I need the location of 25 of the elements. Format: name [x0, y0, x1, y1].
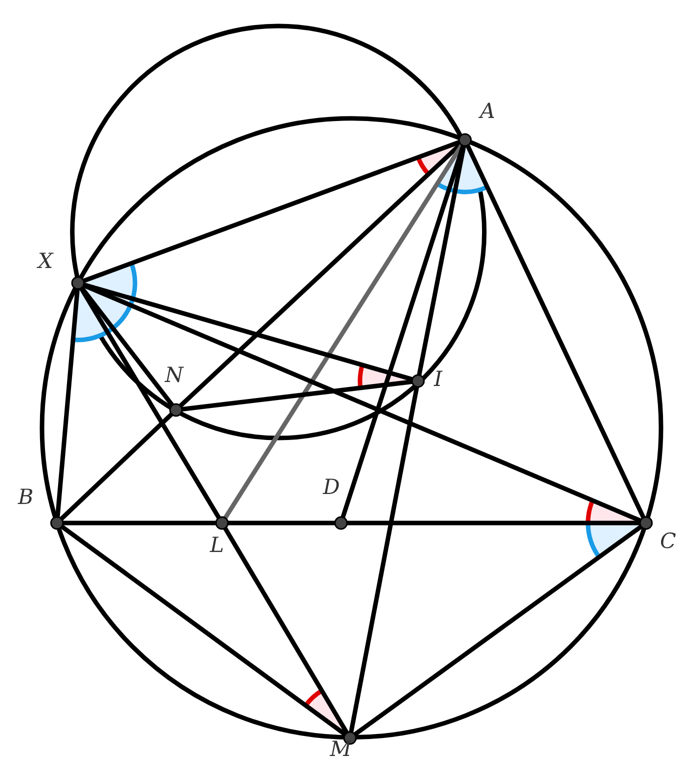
- line-segment: [228, 520, 335, 526]
- line-segment: [223, 527, 349, 734]
- line-segment: [82, 140, 460, 284]
- point-label: L: [210, 533, 224, 557]
- line-segment: [223, 144, 464, 520]
- line-segment: [55, 288, 80, 518]
- point-label: M: [330, 737, 352, 761]
- line-segment: [347, 520, 640, 526]
- point-label: A: [480, 99, 496, 123]
- point-label: X: [38, 249, 53, 273]
- point-label: B: [18, 485, 34, 509]
- line-segment: [83, 282, 413, 382]
- line-segment: [60, 412, 174, 520]
- point-label: C: [660, 529, 676, 553]
- line-segment: [348, 386, 420, 733]
- line-segment: [60, 524, 346, 736]
- point-label: I: [434, 367, 442, 391]
- line-segment: [178, 142, 462, 408]
- line-segment: [63, 520, 216, 526]
- line-segment: [466, 144, 646, 519]
- line-segment: [182, 379, 412, 412]
- line-segment: [354, 524, 642, 736]
- line-segment: [416, 145, 466, 376]
- point-label: D: [323, 475, 340, 499]
- point-label: N: [165, 363, 184, 387]
